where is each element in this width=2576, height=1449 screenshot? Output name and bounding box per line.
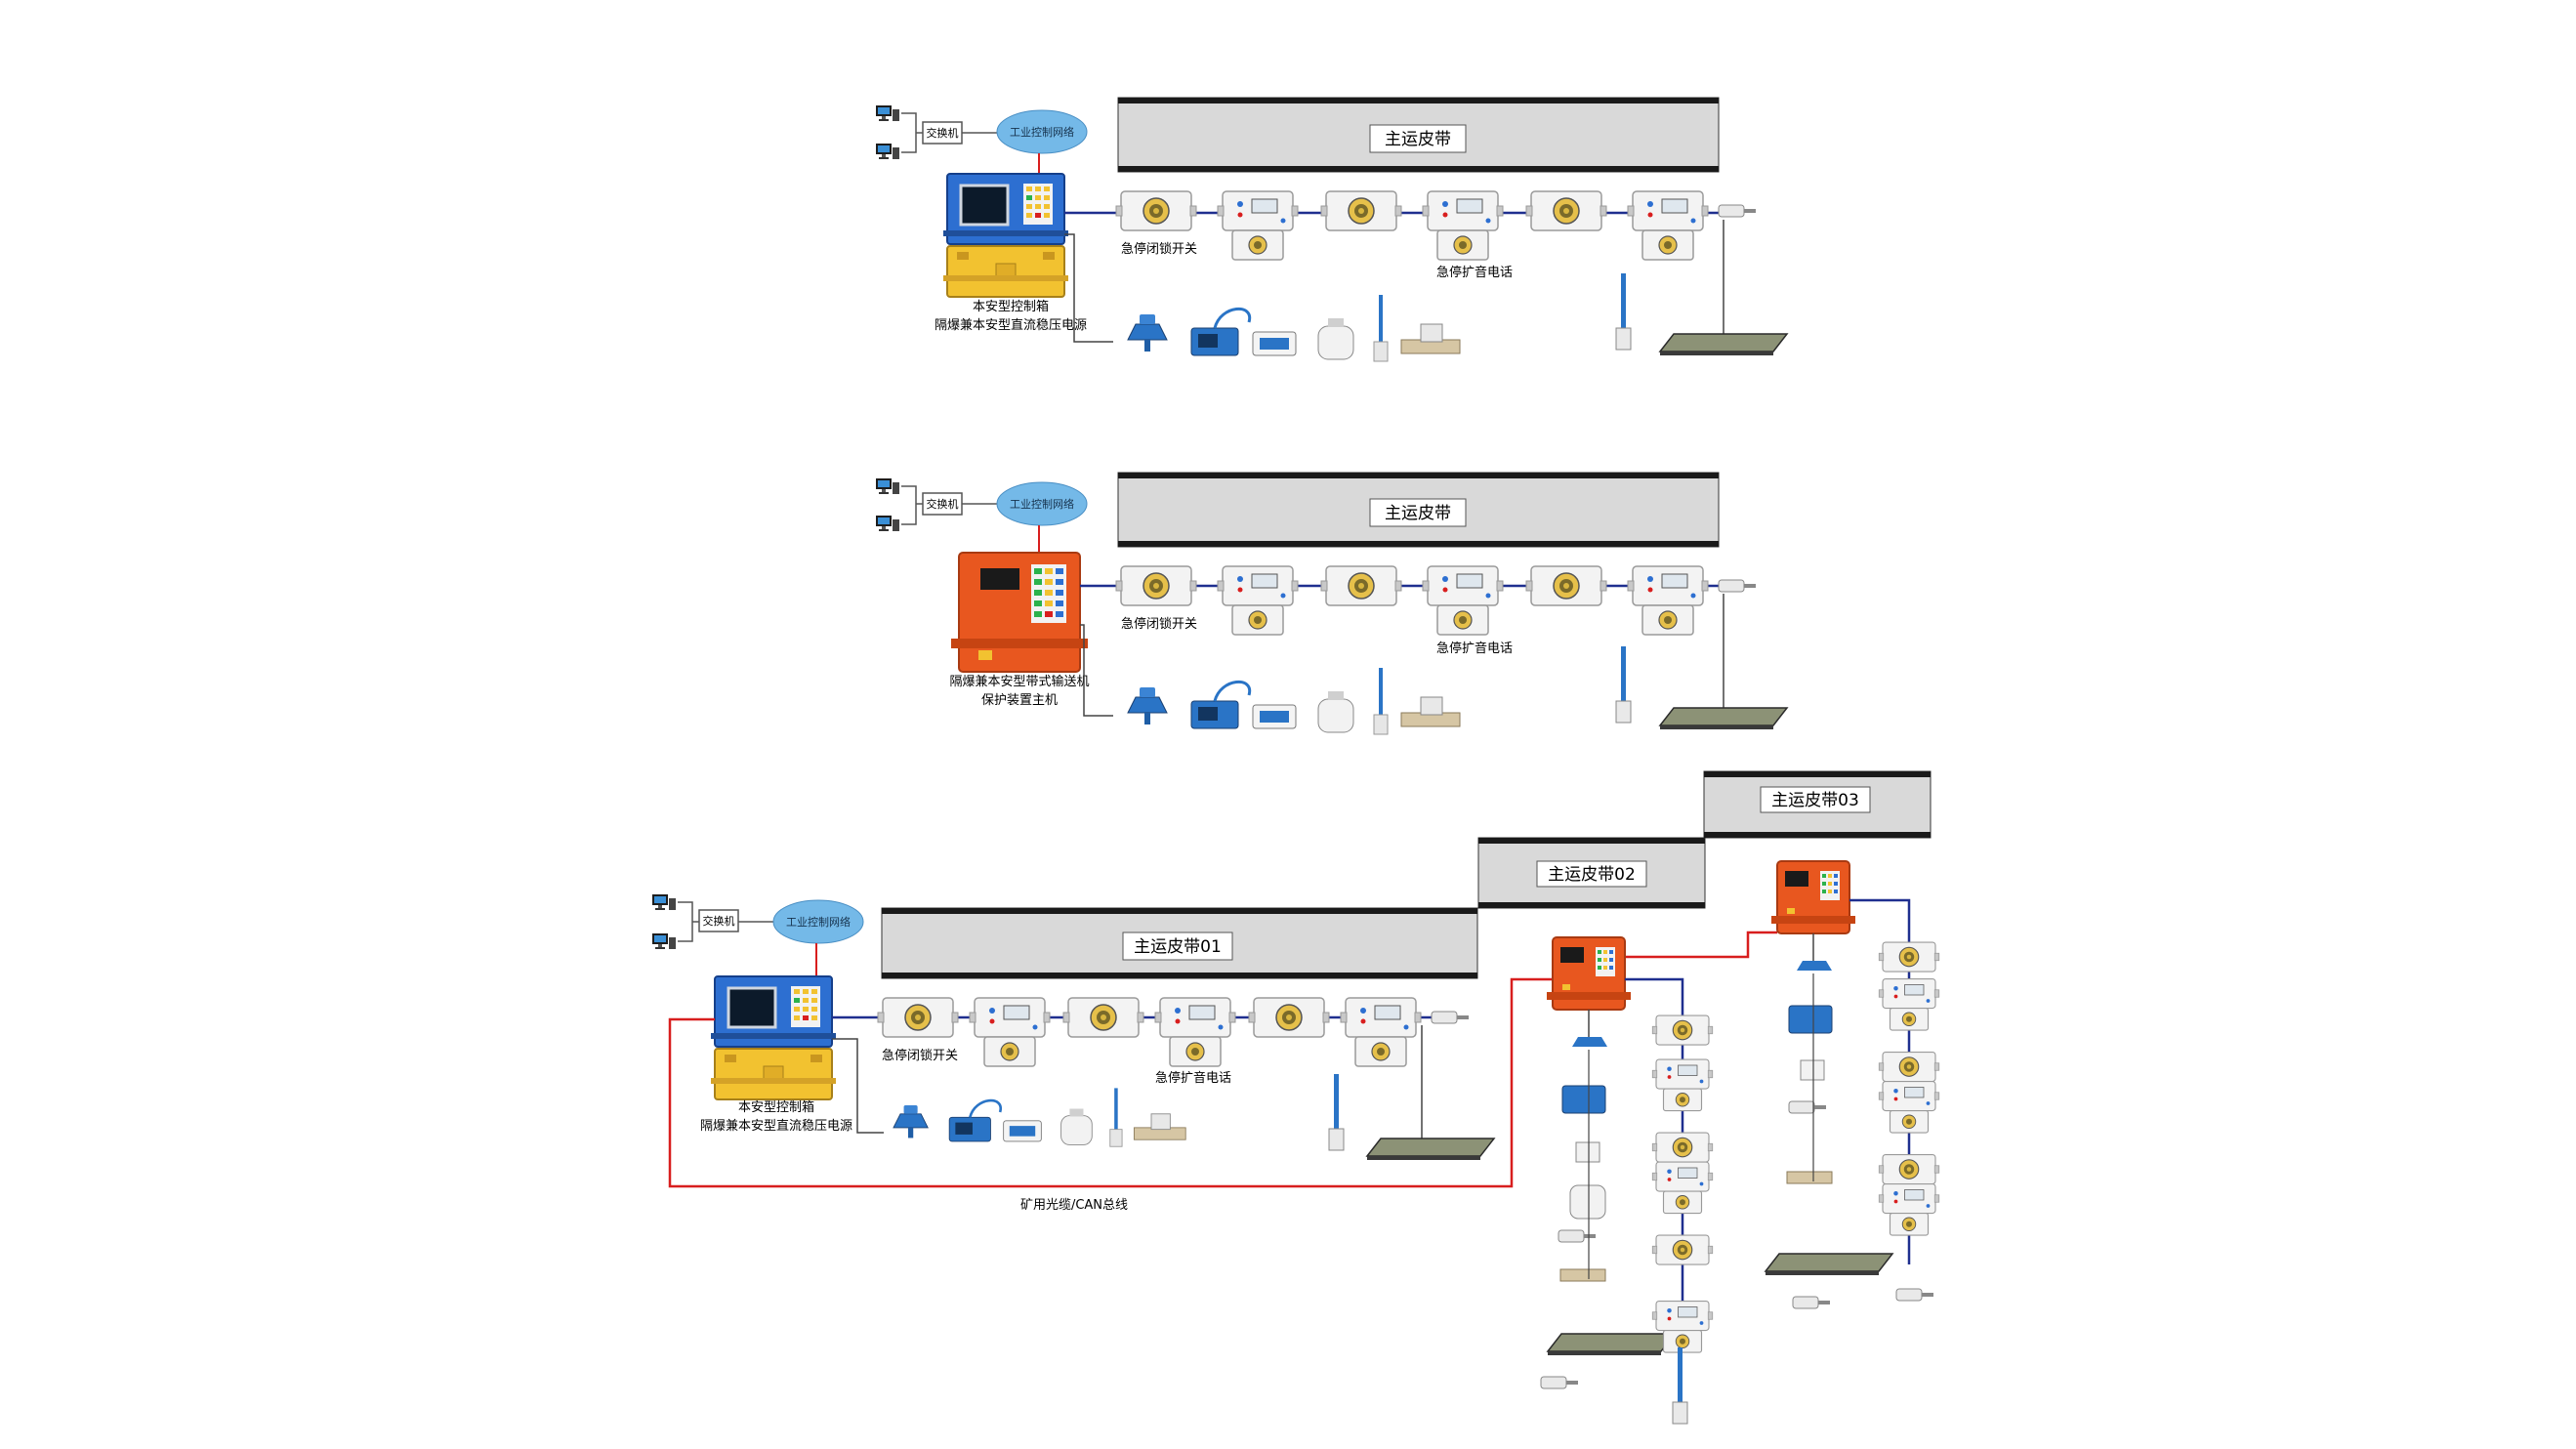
network-cloud (996, 109, 1088, 154)
position-sensor (1558, 1229, 1597, 1243)
lock-switch-label: 急停闭锁开关 (1121, 616, 1197, 632)
estop-switch (1248, 997, 1330, 1038)
fiber-can-bus (668, 977, 1553, 1188)
estop-phone (1878, 1182, 1940, 1236)
estop-phone (1878, 1080, 1940, 1134)
belt-03-host (1770, 860, 1856, 934)
tear-detection-tray (1765, 1253, 1893, 1276)
tear-detection-tray (1547, 1333, 1676, 1356)
control-box (941, 172, 1070, 299)
diagram-1: 交换机 工业控制网络 本安型控制箱 隔爆兼本安型直流稳压电源 主运皮带 急停闭锁… (876, 97, 1788, 363)
tall-probe (1615, 645, 1632, 724)
estop-switch (1320, 565, 1402, 606)
controller-label-line2: 隔爆兼本安型直流稳压电源 (935, 317, 1087, 333)
position-sensor (1540, 1376, 1579, 1389)
position-sensor (1788, 1100, 1827, 1114)
belt-protection-host (950, 552, 1089, 673)
phone-label: 急停扩音电话 (1436, 641, 1513, 656)
estop-phone (1154, 997, 1236, 1067)
tall-probe (1672, 1346, 1688, 1425)
phone-label: 急停扩音电话 (1155, 1070, 1231, 1086)
estop-phone (1217, 190, 1299, 261)
computer-icon (876, 144, 899, 159)
switch-box (698, 909, 739, 932)
estop-switch (1525, 190, 1607, 231)
phone-label: 急停扩音电话 (1436, 265, 1513, 280)
network-label: 工业控制网络 (1010, 497, 1074, 511)
tear-detection-tray (1659, 707, 1788, 730)
computer-icon (876, 105, 899, 121)
computer-icon (876, 478, 899, 494)
estop-switch (1115, 190, 1197, 231)
belt-label: 主运皮带 (1385, 504, 1451, 523)
controller-label-line2: 隔爆兼本安型直流稳压电源 (700, 1118, 852, 1134)
computer-icon (652, 894, 676, 910)
estop-phone (969, 997, 1051, 1067)
switch-label: 交换机 (927, 126, 959, 140)
estop-phone (1651, 1058, 1714, 1112)
estop-phone (1217, 565, 1299, 636)
belt-02-label-box (1536, 860, 1647, 888)
switch-label: 交换机 (927, 497, 959, 511)
estop-switch (1062, 997, 1144, 1038)
estop-switch (1878, 1153, 1940, 1185)
diagram-3: 交换机 工业控制网络 本安型控制箱 隔爆兼本安型直流稳压电源 矿用光缆/CAN总… (652, 770, 1940, 1425)
host-label-line1: 隔爆兼本安型带式输送机 (949, 674, 1089, 689)
sensor-group (1126, 666, 1462, 736)
tear-detection-tray (1366, 1138, 1495, 1161)
diagram-2: 交换机 工业控制网络 隔爆兼本安型带式输送机 保护装置主机 主运皮带 急停闭锁开… (876, 472, 1788, 736)
position-sensor (1718, 579, 1757, 593)
position-sensor (1895, 1288, 1934, 1302)
belt-label: 主运皮带 (1385, 130, 1451, 149)
estop-switch (1115, 565, 1197, 606)
estop-switch (1878, 1051, 1940, 1083)
host-label-line2: 保护装置主机 (981, 693, 1058, 708)
estop-phone (1627, 565, 1709, 636)
sensor-group (892, 1087, 1187, 1148)
lock-switch-label: 急停闭锁开关 (882, 1048, 958, 1063)
network-label: 工业控制网络 (1010, 125, 1074, 139)
computer-icon (876, 516, 899, 531)
belt-label-box (1369, 124, 1467, 153)
estop-switch (1651, 1234, 1714, 1265)
belt-03-label: 主运皮带03 (1771, 791, 1859, 810)
estop-switch (1320, 190, 1402, 231)
computer-icon (652, 933, 676, 949)
estop-switch (1651, 1132, 1714, 1163)
network-cloud (772, 899, 864, 944)
estop-phone (1878, 977, 1940, 1031)
bus-label: 矿用光缆/CAN总线 (1020, 1197, 1128, 1213)
belt-03-label-box (1760, 786, 1871, 813)
sensor-group (1126, 293, 1462, 363)
switch-label: 交换机 (703, 914, 735, 928)
estop-switch (1525, 565, 1607, 606)
lock-switch-label: 急停闭锁开关 (1121, 241, 1197, 257)
network-label: 工业控制网络 (786, 915, 851, 929)
belt-01-label-box (1122, 932, 1233, 961)
estop-switch (1878, 941, 1940, 973)
estop-phone (1340, 997, 1422, 1067)
tear-detection-tray (1659, 333, 1788, 356)
estop-phone (1422, 565, 1504, 636)
tall-probe (1328, 1073, 1345, 1151)
estop-phone (1651, 1161, 1714, 1215)
position-sensor (1792, 1296, 1831, 1309)
estop-phone (1422, 190, 1504, 261)
tall-probe (1615, 272, 1632, 351)
belt-label-box (1369, 498, 1467, 527)
belt-02-label: 主运皮带02 (1548, 865, 1636, 885)
estop-switch (877, 997, 959, 1038)
estop-switch (1651, 1014, 1714, 1046)
control-box (709, 974, 838, 1101)
belt-01-label: 主运皮带01 (1134, 937, 1222, 957)
controller-label-line1: 本安型控制箱 (738, 1099, 814, 1115)
position-sensor (1718, 204, 1757, 218)
belt-02-host (1546, 936, 1632, 1011)
controller-label-line1: 本安型控制箱 (973, 299, 1049, 314)
network-cloud (996, 481, 1088, 526)
position-sensor (1431, 1011, 1470, 1024)
estop-phone (1627, 190, 1709, 261)
